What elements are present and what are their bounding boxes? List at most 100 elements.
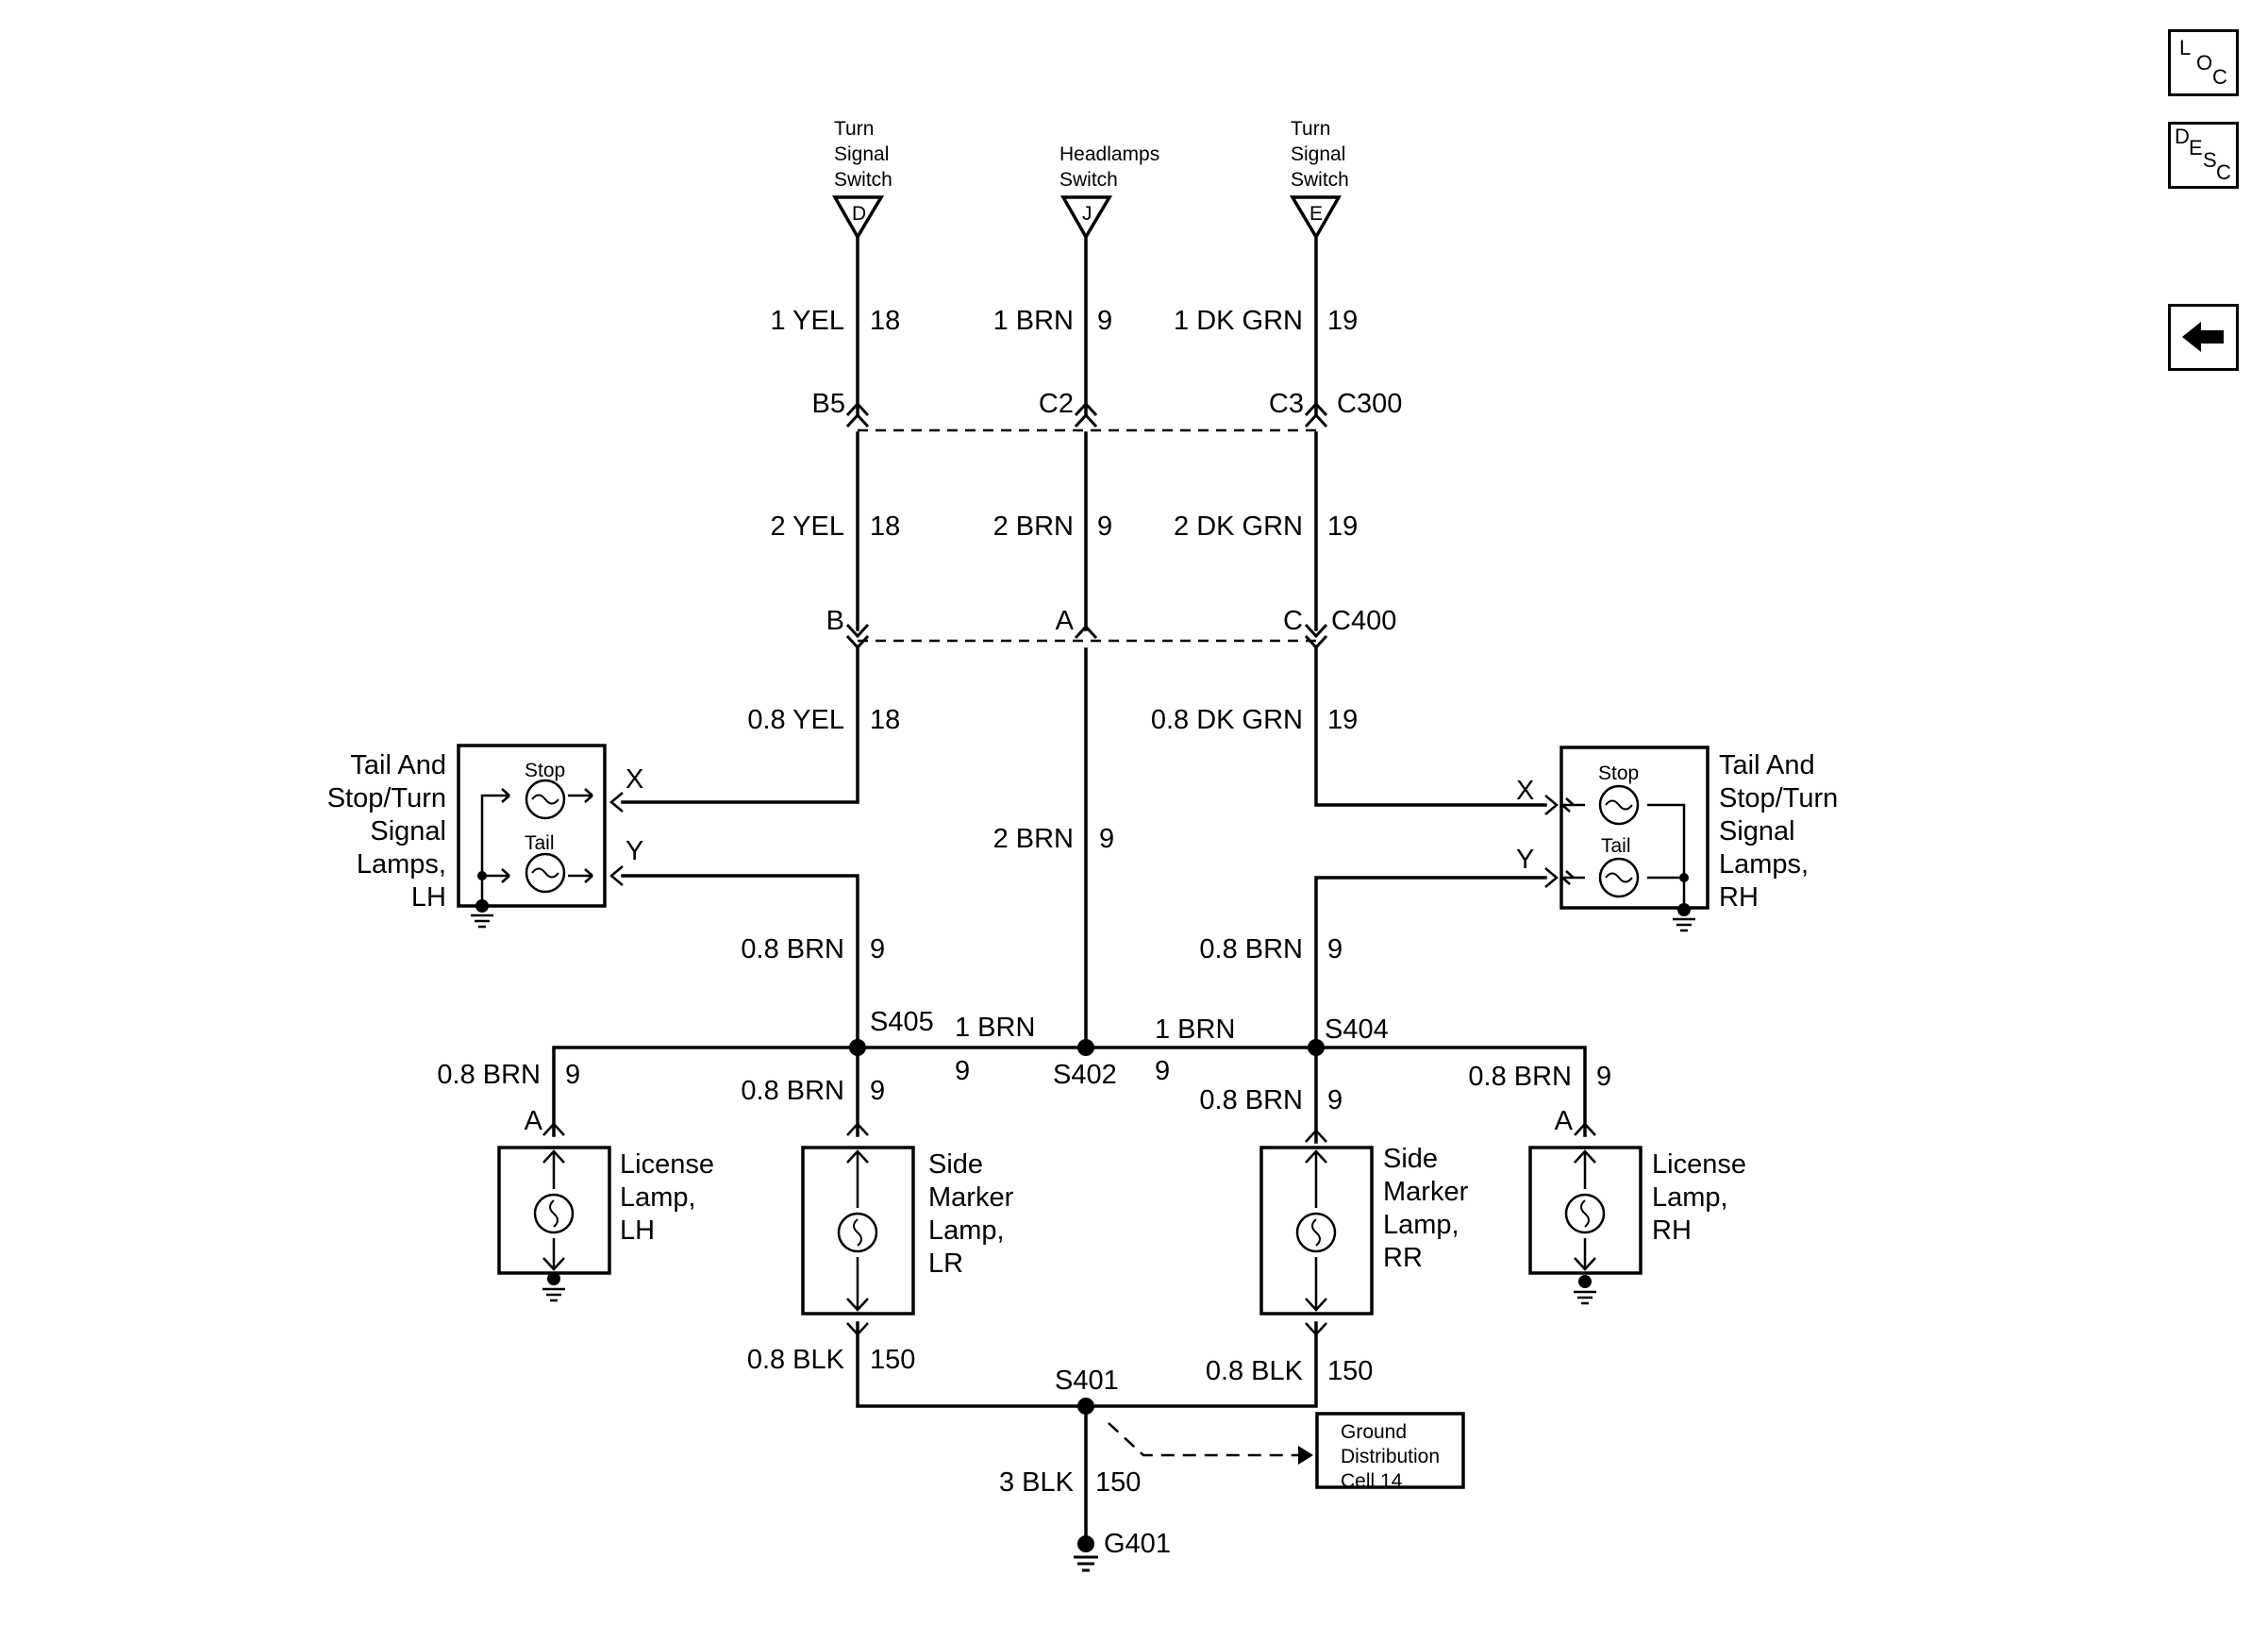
switch-e-label-1: Turn [1291, 118, 1330, 140]
ground-g401-icon [1074, 1555, 1098, 1572]
c300-c3-label: C3 [1269, 389, 1304, 419]
back-arrow-icon [2182, 322, 2224, 352]
wire-rh-tail [1314, 876, 1547, 1049]
switch-e-pin: E [1309, 203, 1323, 225]
ground-dist-label-3: Cell 14 [1341, 1470, 1403, 1492]
wire-gnd-r-ckt: 150 [1327, 1356, 1373, 1386]
c400-c-label: C [1283, 606, 1303, 636]
c400-b-label: B [826, 606, 844, 636]
wire-lh-tail-brn-label: 0.8 BRN [741, 934, 844, 964]
wire-low-grn-label: 0.8 DK GRN [1151, 705, 1303, 735]
tail-rh-pin-x: X [1516, 776, 1534, 806]
switch-e-connector [1289, 195, 1342, 241]
wire-bus-l-label: 1 BRN [955, 1013, 1035, 1043]
c300-c2-label: C2 [1039, 389, 1074, 419]
license-lamp-rh [1528, 1122, 1643, 1305]
ground-distribution-box[interactable] [1315, 1412, 1465, 1489]
ground-license-lh-icon [542, 1287, 565, 1302]
wire-mid-yel-ckt: 18 [870, 511, 900, 542]
wire-mid-brn-label: 2 BRN [993, 511, 1074, 542]
splice-s402-dot [1077, 1039, 1094, 1056]
ground-g401-dot [1077, 1535, 1094, 1552]
license-lh-pin: A [525, 1106, 543, 1136]
tail-bulb-lh-icon [525, 852, 566, 894]
tail-bulb-rh-icon [1598, 857, 1640, 898]
splice-s405-label: S405 [870, 1007, 934, 1037]
side-lr-label-4: LR [928, 1249, 963, 1279]
wire-gnd-r-label: 0.8 BLK [1206, 1356, 1304, 1386]
c300-label: C300 [1337, 389, 1402, 419]
wire-lh-tail-brn-ckt: 9 [870, 934, 885, 964]
wire-gnd-l-ckt: 150 [870, 1345, 915, 1375]
desc-letter-d: D [2175, 125, 2190, 148]
wire-top-brn-label: 1 BRN [993, 306, 1074, 336]
license-lh-label-3: LH [620, 1215, 655, 1246]
side-bulb-lr-icon [837, 1212, 878, 1253]
wire-mid-grn-label: 2 DK GRN [1174, 511, 1303, 542]
stop-bulb-lh-icon [525, 779, 566, 820]
tail-lh-label-1: Tail And [350, 750, 446, 780]
back-button[interactable] [2168, 304, 2239, 371]
tail-lh-stop-label: Stop [525, 760, 565, 781]
tail-rh-label-3: Signal [1719, 816, 1795, 847]
loc-button[interactable]: L O C [2168, 29, 2239, 96]
side-rr-label-1: Side [1383, 1144, 1438, 1174]
switch-e-label-3: Switch [1291, 169, 1349, 191]
switch-j-label-1: Headlamps [1059, 143, 1159, 165]
side-rr-label-4: RR [1383, 1243, 1423, 1273]
switch-j-pin: J [1082, 203, 1092, 225]
tail-rh-pin-y: Y [1516, 845, 1534, 875]
side-rr-label-2: Marker [1383, 1177, 1469, 1207]
wire-center-brn-ckt: 9 [1099, 824, 1114, 854]
license-rh-label-2: Lamp, [1652, 1182, 1728, 1213]
side-rr-label-3: Lamp, [1383, 1210, 1459, 1240]
splice-s404-label: S404 [1325, 1014, 1389, 1045]
desc-letter-e: E [2189, 136, 2203, 159]
wire-yel-low [621, 647, 859, 804]
c300-c3-symbol [1304, 401, 1328, 428]
wire-low-yel-label: 0.8 YEL [747, 705, 844, 735]
wire-bus-r-label: 1 BRN [1155, 1014, 1235, 1045]
license-bulb-lh-icon [533, 1193, 575, 1234]
switch-d-pin: D [852, 203, 866, 225]
splice-s402-label: S402 [1053, 1060, 1117, 1090]
side-lr-label-1: Side [928, 1149, 983, 1180]
c400-a-symbol [1074, 624, 1098, 640]
wire-low-yel-ckt: 18 [870, 705, 900, 735]
side-bulb-rr-icon [1295, 1212, 1337, 1253]
wire-rh-tail-brn-label: 0.8 BRN [1199, 934, 1303, 964]
tail-lh-label-3: Signal [370, 816, 446, 847]
desc-button[interactable]: D E S C [2168, 122, 2239, 189]
c400-a-label: A [1056, 606, 1075, 636]
wire-side-lr-label: 0.8 BRN [741, 1076, 844, 1106]
wire-bus-r-ckt: 9 [1155, 1056, 1170, 1086]
ground-dist-label-2: Distribution [1341, 1446, 1440, 1467]
switch-d-label-2: Signal [834, 143, 889, 165]
wire-gnd-main-label: 3 BLK [999, 1467, 1075, 1498]
ground-dist-label-1: Ground [1341, 1421, 1407, 1443]
tail-rh-label-1: Tail And [1719, 750, 1815, 780]
splice-s401-dot [1077, 1398, 1094, 1415]
wire-bus-l-ckt: 9 [955, 1056, 970, 1086]
license-rh-pin: A [1555, 1106, 1574, 1136]
splice-s401-label: S401 [1055, 1366, 1119, 1396]
wire-top-grn-ckt: 19 [1327, 306, 1358, 336]
switch-d-label-3: Switch [834, 169, 892, 191]
ground-license-rh-icon [1574, 1290, 1596, 1305]
wire-bus [552, 1046, 1587, 1137]
loc-letter-c: C [2212, 65, 2227, 89]
tail-lamp-rh [1544, 746, 1709, 932]
tail-rh-label-2: Stop/Turn [1719, 783, 1838, 813]
ground-g401-label: G401 [1104, 1529, 1171, 1559]
loc-letter-o: O [2196, 51, 2213, 75]
splice-s405-dot [849, 1039, 866, 1056]
wire-lh-tail [621, 874, 859, 1049]
wire-top-brn-ckt: 9 [1097, 306, 1112, 336]
wire-side-lr-ckt: 9 [870, 1076, 885, 1106]
wire-top-yel-ckt: 18 [870, 306, 900, 336]
switch-d-label-1: Turn [834, 118, 874, 140]
tail-lh-label-4: Lamps, [357, 849, 446, 880]
splice-s404-dot [1308, 1039, 1325, 1056]
license-lamp-lh [497, 1122, 611, 1302]
